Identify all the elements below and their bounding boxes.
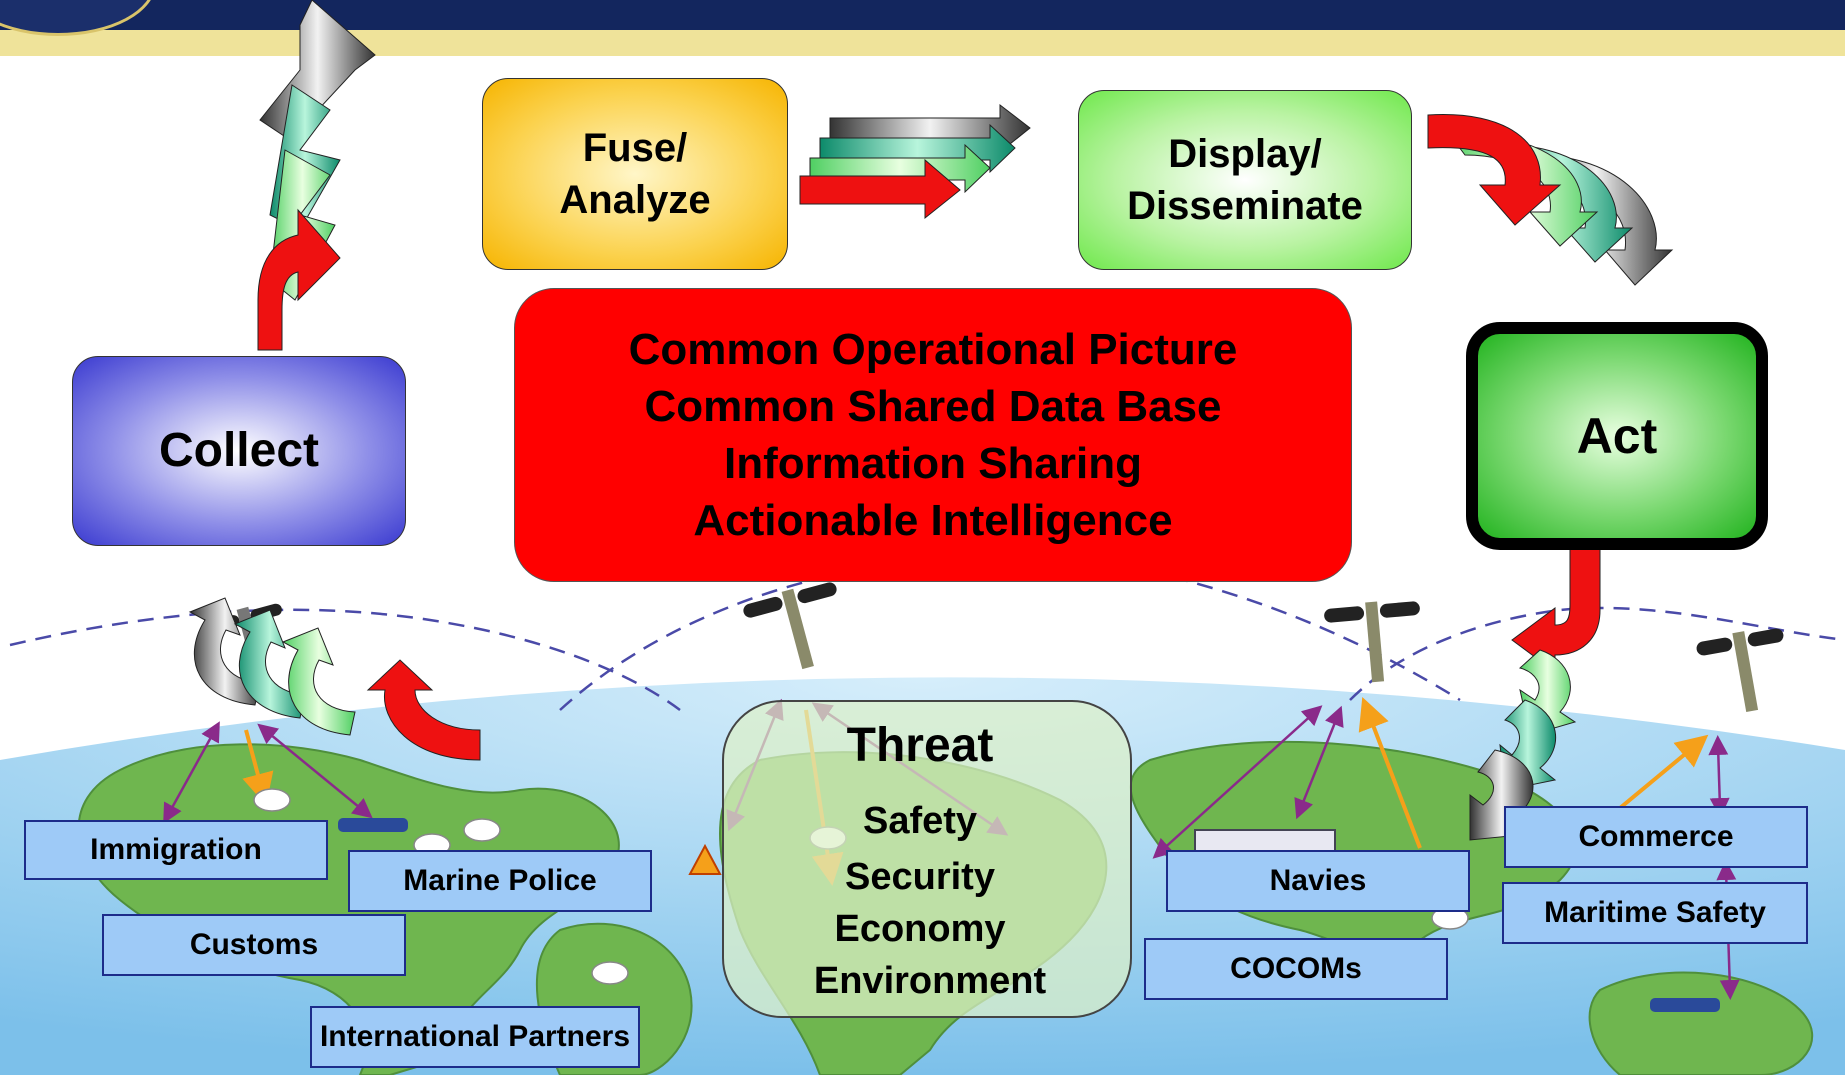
display-act-arrows [1427,114,1674,286]
threat-item-safety: Safety [862,799,978,842]
fuse-analyze-box: Fuse/ Analyze [482,78,788,270]
agency-navies: Navies [1166,850,1470,912]
agency-immigration: Immigration [24,820,328,880]
act-label: Act [1576,407,1658,464]
fuse-display-arrows [799,103,1031,220]
agency-maritime-safety: Maritime Safety [1502,882,1808,944]
threat-item-security: Security [845,855,995,898]
satellite-icon [743,582,837,670]
threat-box [722,700,1132,1018]
center-line-1: Common Operational Picture [628,324,1238,374]
act-box: Act [1466,322,1768,550]
fuse-analyze-label: Fuse/ Analyze [559,126,711,222]
threat-item-environment: Environment [813,959,1047,1002]
display-disseminate-label: Display/ Disseminate [1127,132,1363,228]
satellite-icon [1324,601,1420,683]
agency-cocoms: COCOMs [1144,938,1448,1000]
agency-commerce: Commerce [1504,806,1808,868]
common-operational-picture-box: Common Operational Picture Common Shared… [514,288,1352,582]
agency-international-partners: International Partners [310,1006,640,1068]
agency-marine-police: Marine Police [348,850,652,912]
satellite-icon [1696,628,1784,712]
center-line-2: Common Shared Data Base [644,381,1222,431]
collect-box: Collect [72,356,406,546]
agency-customs: Customs [102,914,406,976]
collect-in-arrows [188,597,481,761]
collect-up-arrows [257,0,376,351]
orbit-paths [9,554,1845,712]
threat-item-economy: Economy [834,907,1006,950]
collect-label: Collect [158,423,320,477]
vehicle-icons [338,818,1720,1012]
center-line-3: Information Sharing [724,439,1142,488]
display-disseminate-box: Display/ Disseminate [1078,90,1412,270]
center-line-4: Actionable Intelligence [693,496,1173,546]
threat-title: Threat [846,718,994,772]
act-down-arrows [1469,544,1601,841]
